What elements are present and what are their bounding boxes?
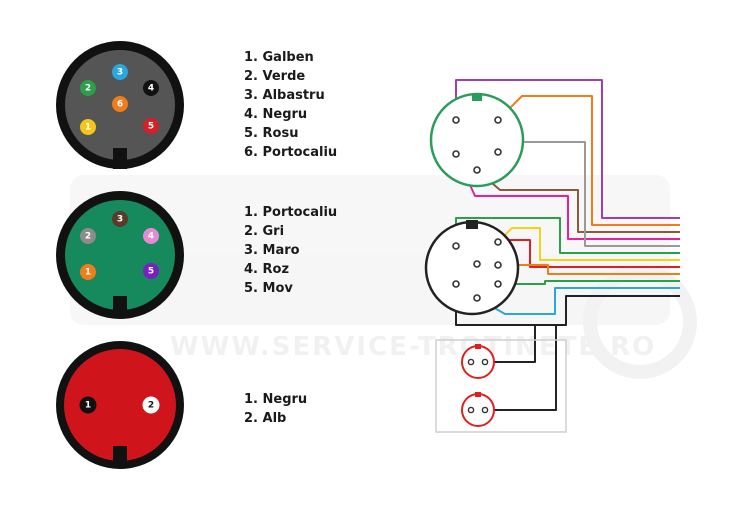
pin-number-label: 1	[85, 401, 91, 411]
six-pin-connector-key	[113, 148, 127, 169]
pin-number-label: 5	[148, 267, 154, 277]
socket-pin	[473, 260, 481, 268]
socket-pin	[494, 116, 502, 124]
two-pin-connector-body	[64, 349, 176, 461]
pin-5	[143, 118, 159, 134]
pin-number-label: 4	[148, 232, 154, 242]
watermark-logo-band	[70, 175, 670, 325]
pin-number-label: 3	[117, 215, 123, 225]
wire-green-lower	[498, 280, 680, 285]
legend-line: 3. Maro	[244, 243, 300, 258]
pin-number-label: 3	[117, 68, 123, 78]
five-pin-socket	[429, 92, 525, 188]
plug-pin	[481, 358, 489, 366]
legend-line: 4. Negru	[244, 107, 307, 122]
five-pin-legend: 1. Portocaliu 2. Gri 3. Maro 4. Roz 5. M…	[244, 205, 337, 296]
two-pin-plug-lower	[461, 392, 495, 427]
legend-line: 1. Galben	[244, 50, 314, 65]
socket-pin	[494, 148, 502, 156]
two-pin-plug-upper	[461, 344, 495, 379]
pin-3	[112, 211, 128, 227]
legend-line: 1. Negru	[244, 392, 307, 407]
wire-orange-upper	[497, 95, 680, 226]
plug-pin	[467, 406, 475, 414]
pin-number-label: 6	[117, 100, 123, 110]
pin-number-label: 2	[148, 401, 154, 411]
watermark-logo-wheel	[583, 265, 697, 379]
socket-pin	[473, 294, 481, 302]
pin-number-label: 2	[85, 84, 91, 94]
wire-purple	[455, 79, 680, 219]
pin-6	[112, 96, 128, 112]
watermark-url: WWW.SERVICE-TROTINETE.RO	[170, 332, 656, 362]
wire-black-upper-plug	[490, 325, 536, 363]
plug-pin	[467, 358, 475, 366]
six-pin-connector: 1 2 3 4 5 6	[56, 41, 184, 169]
five-pin-connector-key	[113, 296, 127, 318]
two-pin-plug-key	[475, 392, 481, 397]
socket-pin	[494, 280, 502, 288]
pin-1	[80, 264, 96, 280]
socket-pin	[452, 280, 460, 288]
pin-2	[80, 228, 96, 244]
pin-1	[79, 396, 97, 414]
socket-pin	[494, 261, 502, 269]
two-pin-plug-frame	[435, 339, 567, 433]
legend-line: 5. Rosu	[244, 126, 298, 141]
pin-number-label: 4	[148, 84, 154, 94]
five-pin-connector: 1 2 3 4 5	[56, 191, 184, 319]
legend-line: 2. Verde	[244, 69, 305, 84]
six-pin-socket	[424, 220, 520, 316]
pin-5	[143, 263, 159, 279]
pin-4	[143, 80, 159, 96]
wire-red	[498, 239, 680, 268]
watermark: WWW.SERVICE-TROTINETE.RO	[70, 175, 697, 379]
pin-number-label: 1	[85, 123, 91, 133]
pin-1	[80, 119, 96, 135]
pin-number-label: 2	[85, 232, 91, 242]
legend-line: 2. Alb	[244, 411, 286, 426]
socket-pin	[452, 116, 460, 124]
pin-2	[80, 80, 96, 96]
socket-pin	[452, 150, 460, 158]
two-pin-plug-key	[475, 344, 481, 349]
plug-pin	[481, 406, 489, 414]
two-pin-plug-ring	[461, 393, 495, 427]
pin-4	[143, 228, 159, 244]
two-pin-connector-key	[113, 446, 127, 468]
legend-line: 2. Gri	[244, 224, 284, 239]
pin-number-label: 5	[148, 122, 154, 132]
pin-3	[112, 64, 128, 80]
pin-2	[142, 396, 160, 414]
legend-line: 4. Roz	[244, 262, 289, 277]
legend-line: 5. Mov	[244, 281, 293, 296]
legend-line: 3. Albastru	[244, 88, 325, 103]
six-pin-legend: 1. Galben 2. Verde 3. Albastru 4. Negru …	[244, 50, 337, 160]
socket-pin	[452, 242, 460, 250]
pin-number-label: 1	[85, 268, 91, 278]
socket-pin	[494, 238, 502, 246]
six-pin-socket-ring	[424, 220, 520, 316]
legend-line: 1. Portocaliu	[244, 205, 337, 220]
five-pin-socket-key	[472, 93, 482, 101]
legend-line: 6. Portocaliu	[244, 145, 337, 160]
five-pin-connector-body	[65, 200, 175, 310]
wire-black-lower-plug	[490, 325, 557, 411]
wire-orange-lower	[498, 264, 680, 275]
socket-pin	[473, 166, 481, 174]
six-pin-socket-key	[466, 220, 478, 229]
two-pin-legend: 1. Negru 2. Alb	[244, 392, 307, 426]
two-pin-plug-ring	[461, 345, 495, 379]
